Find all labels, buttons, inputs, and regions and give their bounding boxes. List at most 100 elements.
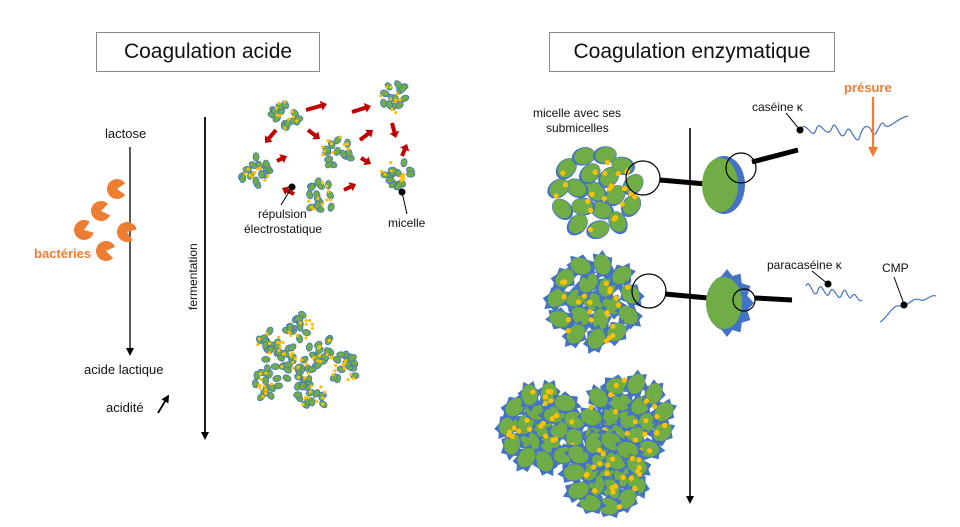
calcium-phosphate-dot	[511, 425, 517, 431]
submicelle	[299, 381, 307, 391]
calcium-phosphate-dot	[322, 390, 327, 394]
calcium-phosphate-dot	[290, 110, 294, 114]
calcium-phosphate-dot	[583, 472, 589, 479]
calcium-phosphate-dot	[281, 340, 285, 344]
submicelle	[587, 328, 606, 349]
micelle-label: micelle	[388, 216, 426, 230]
submicelle	[395, 101, 404, 110]
calcium-phosphate-dot	[290, 351, 294, 355]
destabilized-micelle	[494, 379, 591, 477]
calcium-phosphate-dot	[592, 488, 598, 494]
calcium-phosphate-dot	[608, 392, 614, 398]
calcium-phosphate-dot	[389, 85, 393, 89]
calcium-phosphate-dot	[597, 460, 603, 467]
calcium-phosphate-dot	[328, 198, 333, 202]
calcium-phosphate-dot	[267, 341, 272, 345]
repulsion-arrow	[359, 156, 371, 166]
calcium-phosphate-dot	[252, 171, 256, 175]
submicelle	[549, 310, 570, 328]
calcium-phosphate-dot	[342, 143, 346, 147]
small-micelle	[306, 177, 335, 213]
repulsion-arrow	[358, 129, 373, 142]
calcium-phosphate-dot	[325, 352, 329, 357]
submicelle	[621, 284, 640, 304]
calcium-phosphate-dot	[320, 202, 324, 207]
calcium-phosphate-dot	[560, 170, 566, 176]
repulsion-arrow	[265, 128, 278, 143]
submicelle	[597, 498, 619, 515]
calcium-phosphate-dot	[329, 355, 334, 359]
calcium-phosphate-dot	[543, 433, 549, 439]
submicelle	[286, 322, 294, 332]
calcium-phosphate-dot	[276, 335, 281, 339]
calcium-phosphate-dot	[619, 201, 625, 207]
zoom-circle-submicelle-top	[725, 152, 757, 184]
calcium-phosphate-dot	[278, 345, 282, 349]
calcium-phosphate-dot	[301, 402, 305, 406]
calcium-phosphate-dot	[261, 394, 265, 399]
submicelle	[570, 257, 591, 275]
calcium-phosphate-dot	[554, 412, 560, 419]
calcium-phosphate-dot	[310, 205, 314, 209]
calcium-phosphate-dot	[325, 198, 329, 202]
calcium-phosphate-dot	[308, 318, 312, 323]
calcium-phosphate-dot	[610, 323, 616, 329]
submicelle	[585, 432, 602, 454]
submicelle	[535, 451, 554, 472]
calcium-phosphate-dot	[636, 457, 642, 463]
calcium-phosphate-dot	[318, 360, 323, 364]
submicelle	[305, 342, 313, 352]
submicelle	[385, 176, 395, 184]
calcium-phosphate-dot	[321, 153, 325, 157]
small-micelle	[237, 152, 274, 189]
calcium-phosphate-dot	[322, 149, 327, 153]
submicelle	[261, 356, 271, 363]
submicelle	[294, 315, 304, 323]
submicelle-middle	[706, 277, 742, 329]
calcium-phosphate-dot	[624, 430, 630, 436]
link-line-middle	[664, 291, 709, 301]
calcium-phosphate-dot	[331, 150, 335, 155]
calcium-phosphate-dot	[312, 356, 316, 360]
calcium-phosphate-dot	[309, 384, 313, 388]
small-micelle	[281, 310, 314, 344]
small-micelle	[267, 100, 304, 131]
submicelle	[252, 379, 259, 389]
repulsion-arrows	[265, 100, 410, 196]
calcium-phosphate-dot	[283, 100, 287, 104]
bacterium-icon	[91, 201, 111, 221]
submicelle	[248, 161, 258, 169]
calcium-phosphate-dot	[327, 338, 331, 343]
calcium-phosphate-dot	[315, 399, 319, 404]
calcium-phosphate-dot	[540, 420, 546, 426]
calcium-phosphate-dot	[258, 372, 262, 376]
caseine-chain	[799, 115, 909, 141]
submicelle	[617, 489, 637, 509]
presure-label: présure	[844, 80, 892, 95]
calcium-phosphate-dot	[269, 382, 273, 386]
repulsion-arrow	[276, 154, 287, 164]
zoom-circle-top	[625, 160, 661, 196]
calcium-phosphate-dot	[625, 284, 631, 290]
calcium-phosphate-dot	[542, 400, 549, 407]
submicelle	[581, 163, 600, 183]
bacteries-label: bactéries	[34, 246, 92, 261]
submicelle	[566, 324, 586, 344]
submicelle	[336, 351, 346, 359]
calcium-phosphate-dot	[351, 376, 356, 381]
calcium-phosphate-dot	[632, 485, 638, 492]
calcium-phosphate-dot	[281, 352, 286, 356]
submicelle	[552, 199, 572, 219]
small-micelles-group	[237, 80, 416, 213]
calcium-phosphate-dot	[291, 366, 295, 370]
calcium-phosphate-dot	[588, 404, 594, 410]
caseine-stick	[751, 147, 799, 165]
calcium-phosphate-dot	[344, 359, 348, 363]
repulsion-pointer-dot	[288, 183, 296, 191]
paracaseine-label: paracaséine κ	[767, 258, 842, 272]
link-line-top	[659, 177, 707, 187]
calcium-phosphate-dot	[267, 351, 272, 355]
calcium-phosphate-dot	[307, 395, 311, 400]
submicelle	[601, 432, 622, 451]
lactose-label: lactose	[105, 126, 147, 141]
